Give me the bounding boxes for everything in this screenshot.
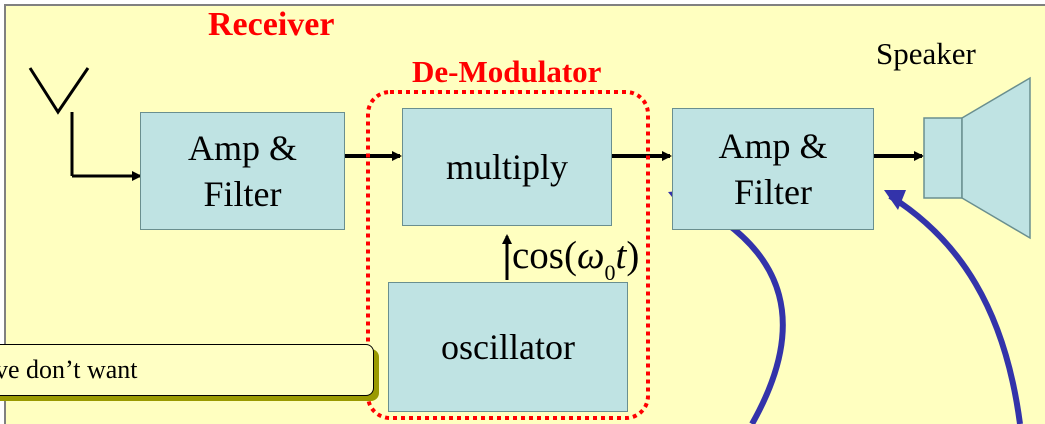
- callout-box: ve don’t want: [0, 344, 374, 396]
- demodulator-title: De-Modulator: [412, 54, 602, 89]
- receiver-title: Receiver: [208, 6, 335, 43]
- cos-close: ): [626, 234, 640, 277]
- carrier-signal-label: cos(ω0t): [512, 233, 639, 286]
- speaker-icon: [923, 76, 1031, 240]
- pointer-curve-left: [678, 193, 786, 424]
- oscillator-block: oscillator: [388, 282, 628, 412]
- omega-symbol: ω: [576, 234, 605, 277]
- demodulator-boundary: [366, 90, 650, 420]
- amp-filter-1-line1: Amp &: [187, 128, 297, 168]
- amp-filter-2-line2: Filter: [734, 172, 812, 212]
- cos-prefix: cos(: [512, 234, 577, 277]
- time-variable: t: [615, 234, 627, 277]
- multiply-block: multiply: [402, 108, 612, 226]
- amp-filter-block-1: Amp & Filter: [140, 112, 345, 230]
- pointer-arrowhead-right: [884, 190, 906, 210]
- speaker-label: Speaker: [876, 36, 976, 71]
- omega-subscript: 0: [604, 260, 616, 285]
- oscillator-label: oscillator: [441, 327, 575, 367]
- amp-filter-block-2: Amp & Filter: [672, 108, 874, 230]
- antenna-icon: [28, 67, 90, 176]
- amp-filter-1-line2: Filter: [203, 174, 282, 214]
- callout-text: ve don’t want: [0, 355, 138, 384]
- pointer-curve-right: [888, 193, 1023, 424]
- multiply-label: multiply: [445, 147, 568, 187]
- amp-filter-2-line1: Amp &: [718, 126, 828, 166]
